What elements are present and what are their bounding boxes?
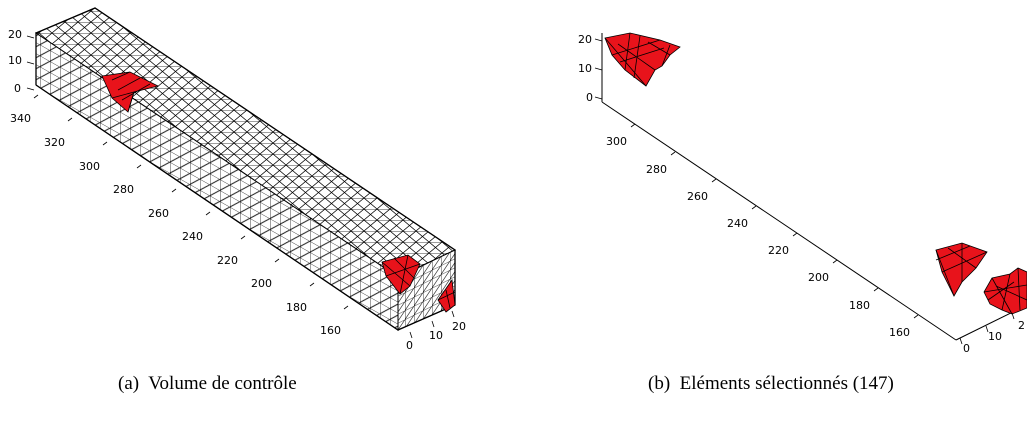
selected-cluster-near-mesh — [983, 267, 1027, 315]
y-tick-label: 260 — [148, 207, 169, 220]
y-tick-label: 280 — [646, 163, 667, 176]
y-tick-label: 240 — [727, 217, 748, 230]
y-tick-label: 220 — [217, 254, 238, 267]
x-axis-b — [959, 312, 1015, 345]
caption-b-text: Eléments sélectionnés (147) — [679, 373, 894, 394]
selected-patch-top-mesh — [111, 71, 151, 113]
y-axis-b — [630, 123, 919, 319]
panel-a-control-volume: 20 10 0 340 320 300 280 260 240 220 200 … — [8, 7, 466, 352]
z-axis-a — [26, 35, 35, 91]
x-tick-label: 20 — [452, 320, 466, 333]
y-tick-label: 280 — [113, 183, 134, 196]
y-axis-a — [33, 94, 349, 310]
beam-outline — [35, 7, 456, 331]
x-tick-label: 0 — [963, 342, 970, 355]
y-tick-label: 320 — [44, 136, 65, 149]
x-tick-label: 10 — [429, 329, 443, 342]
x-tick-label: 0 — [406, 339, 413, 352]
x-tick-label: 2 — [1018, 319, 1025, 332]
y-tick-label: 220 — [768, 244, 789, 257]
selected-elements-a — [101, 71, 456, 313]
y-tick-label: 200 — [808, 271, 829, 284]
axes-b — [601, 33, 1027, 341]
z-tick-label: 10 — [578, 62, 592, 75]
y-tick-label: 300 — [606, 135, 627, 148]
selected-elements-b — [604, 32, 1027, 315]
y-tick-label: 200 — [251, 277, 272, 290]
beam-top-face — [34, 7, 457, 278]
y-tick-label: 160 — [889, 326, 910, 339]
selected-cluster-far-mesh — [604, 32, 671, 87]
selected-cluster-far — [604, 32, 681, 87]
y-tick-label: 180 — [849, 299, 870, 312]
z-tick-label: 20 — [578, 33, 592, 46]
selected-cluster-near — [983, 267, 1027, 315]
y-tick-label: 180 — [286, 301, 307, 314]
caption-a: (a) Volume de contrôle — [118, 373, 297, 395]
y-tick-label: 260 — [687, 190, 708, 203]
x-tick-label: 10 — [988, 330, 1002, 343]
z-tick-label: 10 — [8, 54, 22, 67]
x-axis-a — [409, 310, 455, 339]
panel-b-selected-elements: 20 10 0 300 280 260 240 220 200 180 160 … — [578, 32, 1027, 355]
y-tick-label: 340 — [10, 112, 31, 125]
selected-patch-corner-mesh — [437, 289, 456, 309]
caption-b-tag: (b) — [648, 373, 671, 394]
selected-patch-end-mesh — [381, 254, 421, 295]
selected-cluster-mid-mesh — [935, 243, 988, 297]
caption-a-tag: (a) — [118, 373, 140, 394]
y-tick-label: 300 — [79, 160, 100, 173]
z-tick-label: 0 — [586, 91, 593, 104]
y-tick-label: 240 — [182, 230, 203, 243]
z-tick-label: 20 — [8, 28, 22, 41]
caption-a-text: Volume de contrôle — [148, 373, 297, 394]
z-axis-b — [594, 38, 603, 100]
y-tick-label: 160 — [320, 324, 341, 337]
caption-b: (b) Eléments sélectionnés (147) — [648, 373, 894, 395]
z-tick-label: 0 — [14, 82, 21, 95]
